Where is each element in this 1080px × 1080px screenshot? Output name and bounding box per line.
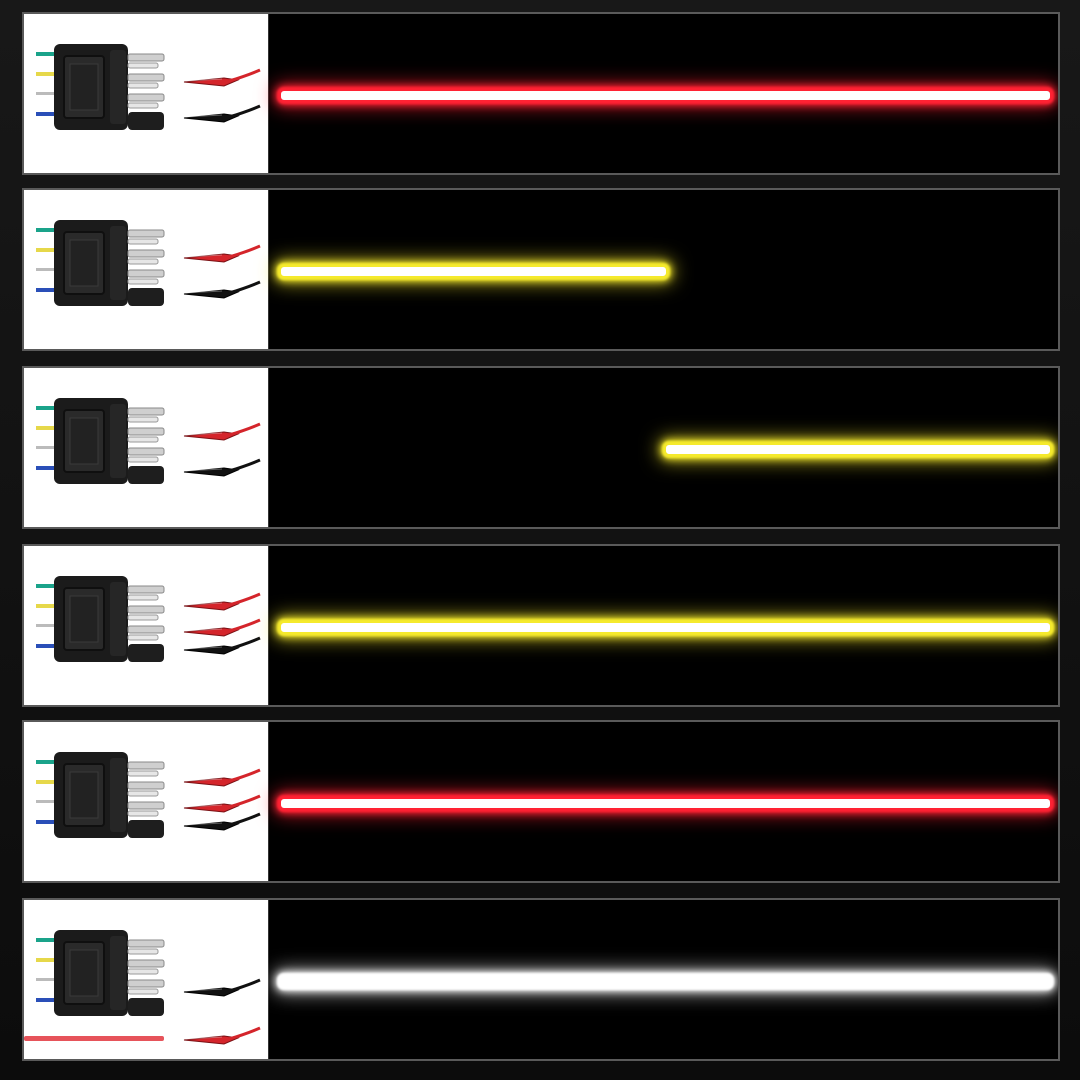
- lighting-panel-2: [22, 188, 1060, 351]
- light-beam: [279, 974, 1052, 988]
- light-beam: [663, 442, 1052, 456]
- connector-thumbnail: [24, 14, 269, 173]
- light-beam: [279, 620, 1052, 634]
- light-output-panel: [269, 190, 1058, 349]
- lighting-panel-6: [22, 898, 1060, 1061]
- lighting-panel-5: [22, 720, 1060, 883]
- light-beam: [279, 88, 1052, 102]
- light-beam: [279, 264, 668, 278]
- trailer-4-pin-connector-icon: [24, 930, 261, 1045]
- light-output-panel: [269, 722, 1058, 881]
- light-output-panel: [269, 368, 1058, 527]
- connector-thumbnail: [24, 546, 269, 705]
- light-output-panel: [269, 900, 1058, 1059]
- connector-thumbnail: [24, 368, 269, 527]
- light-output-panel: [269, 14, 1058, 173]
- light-beam: [279, 796, 1052, 810]
- trailer-4-pin-connector-icon: [36, 576, 261, 662]
- connector-thumbnail: [24, 190, 269, 349]
- lighting-panel-1: [22, 12, 1060, 175]
- trailer-4-pin-connector-icon: [36, 220, 261, 306]
- connector-thumbnail: [24, 722, 269, 881]
- trailer-4-pin-connector-icon: [36, 44, 261, 130]
- lighting-panel-3: [22, 366, 1060, 529]
- connector-thumbnail: [24, 900, 269, 1059]
- light-output-panel: [269, 546, 1058, 705]
- trailer-4-pin-connector-icon: [36, 752, 261, 838]
- lighting-panel-4: [22, 544, 1060, 707]
- trailer-4-pin-connector-icon: [36, 398, 261, 484]
